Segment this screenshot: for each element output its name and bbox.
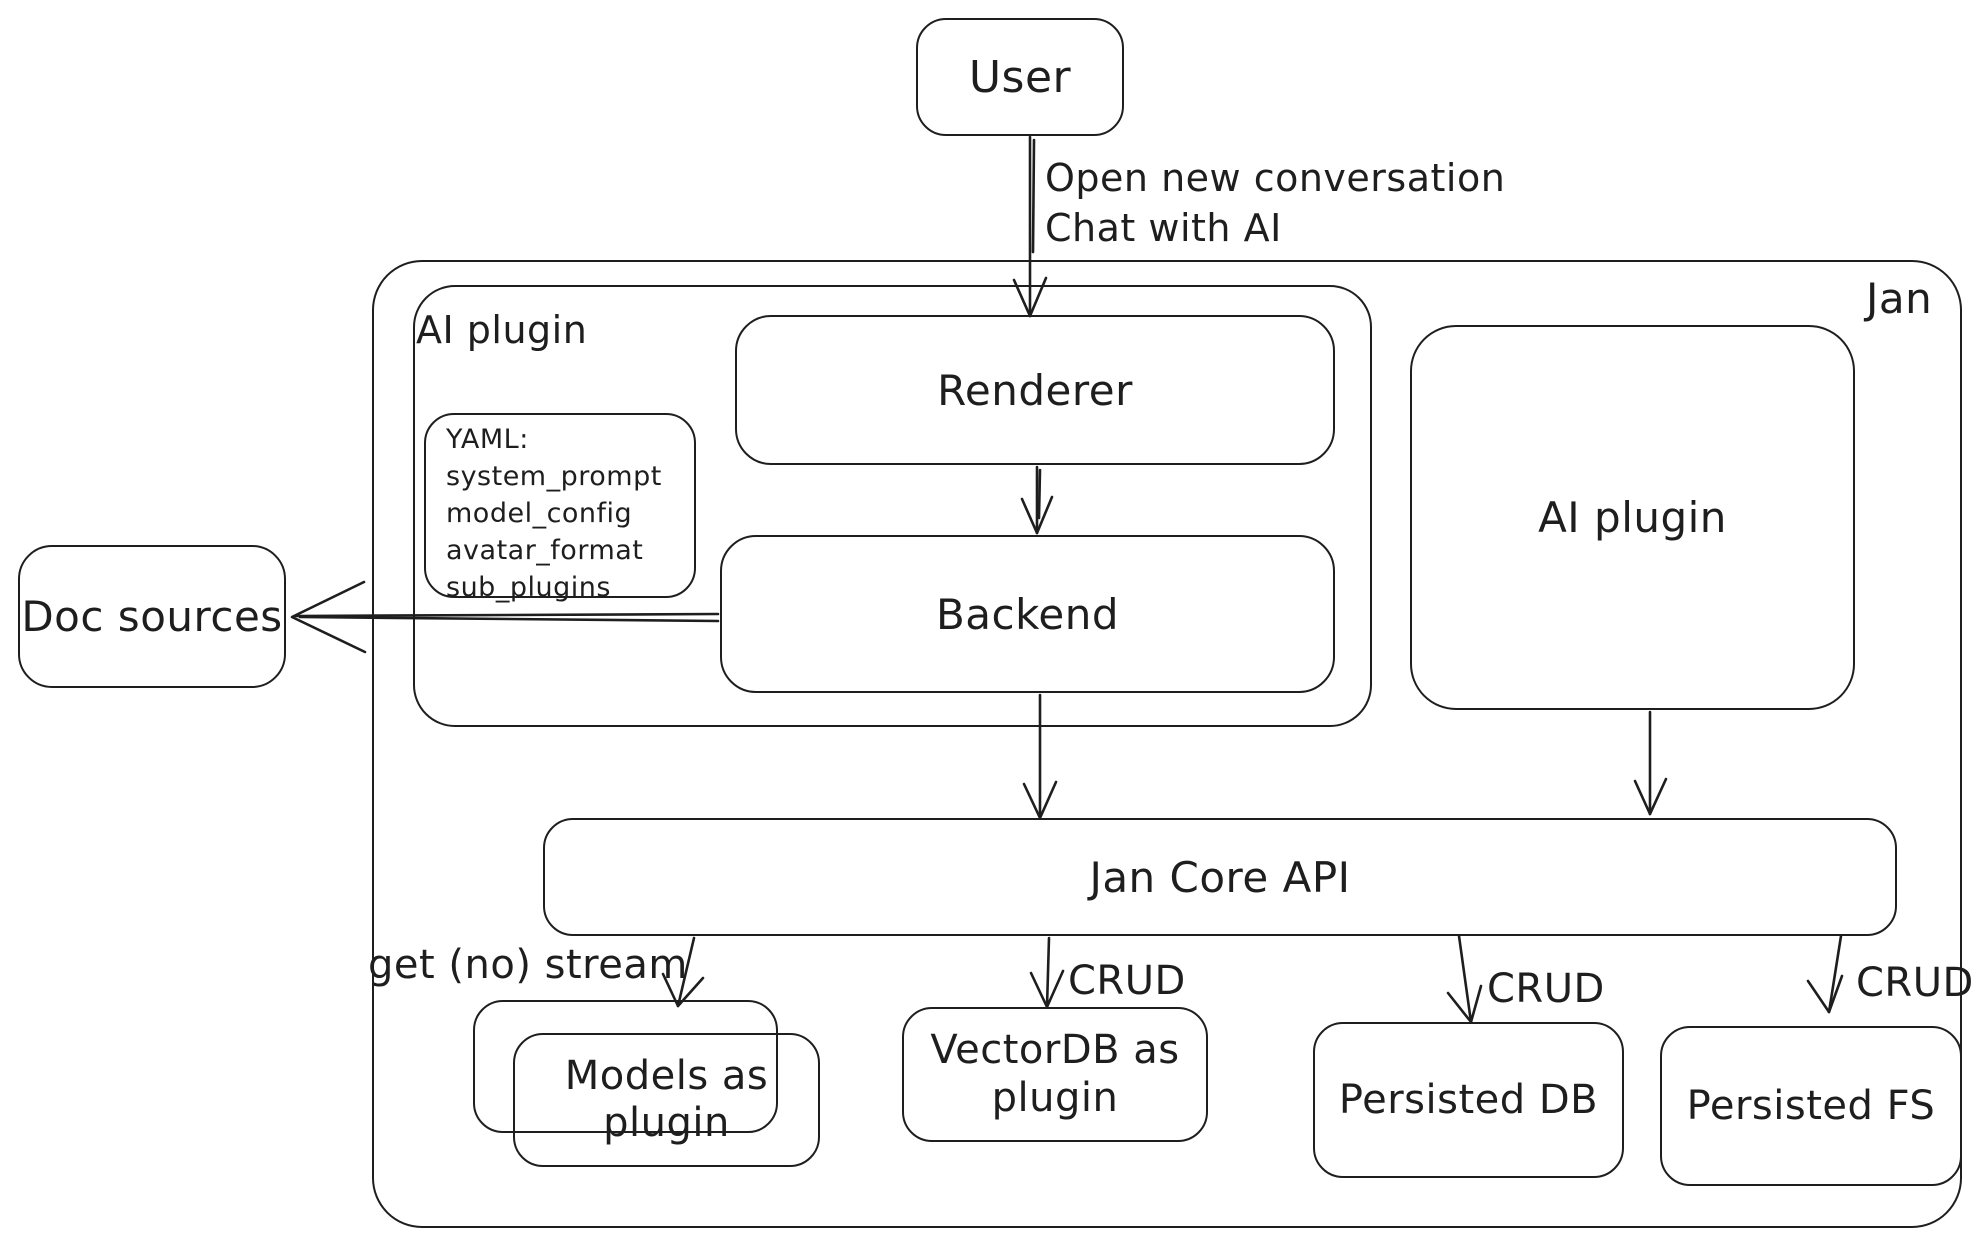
- backend-node: Backend: [720, 535, 1335, 693]
- renderer-node: Renderer: [735, 315, 1335, 465]
- jan-core-api-node: Jan Core API: [543, 818, 1897, 936]
- yaml-note: YAML: system_prompt model_config avatar_…: [424, 413, 696, 603]
- persisted-fs-label: Persisted FS: [1686, 1083, 1936, 1129]
- yaml-note-line: model_config: [446, 498, 633, 529]
- jan-container-label: Jan: [1866, 274, 1933, 323]
- ai-plugin-node: AI plugin: [1410, 325, 1855, 710]
- edge-label-get-no-stream: get (no) stream: [368, 942, 688, 988]
- doc-sources-node: Doc sources: [18, 545, 286, 688]
- vectordb-node: VectorDB as plugin: [902, 1007, 1208, 1142]
- models-as-plugin-node: Models as plugin: [513, 1033, 820, 1167]
- backend-node-label: Backend: [935, 589, 1120, 639]
- yaml-note-line: YAML:: [446, 424, 529, 455]
- ai-plugin-container-label: AI plugin: [416, 308, 588, 352]
- models-as-plugin-label-line2: plugin: [603, 1100, 730, 1146]
- yaml-note-line: sub_plugins: [446, 572, 611, 603]
- edge-label-crud-vectordb: CRUD: [1068, 958, 1186, 1004]
- yaml-note-line: avatar_format: [446, 535, 644, 566]
- edge-label-open-conversation: Open new conversation Chat with AI: [1045, 153, 1505, 253]
- persisted-db-label: Persisted DB: [1338, 1077, 1599, 1123]
- vectordb-label-line2: plugin: [991, 1074, 1119, 1121]
- edge-label-crud-persisted-fs: CRUD: [1856, 960, 1974, 1006]
- edge-label-open-conversation-line2: Chat with AI: [1045, 206, 1282, 250]
- ai-plugin-node-label: AI plugin: [1538, 493, 1727, 542]
- edge-label-crud-persisted-db: CRUD: [1487, 966, 1605, 1012]
- models-as-plugin-label-line1: Models as: [564, 1052, 769, 1099]
- persisted-db-node: Persisted DB: [1313, 1022, 1624, 1178]
- models-as-plugin-back-box: [473, 1000, 778, 1133]
- edge-label-open-conversation-line1: Open new conversation: [1045, 156, 1506, 200]
- renderer-node-label: Renderer: [937, 365, 1133, 415]
- user-node-label: User: [968, 51, 1072, 103]
- ai-plugin-container: [413, 285, 1372, 727]
- yaml-note-line: system_prompt: [446, 461, 662, 492]
- vectordb-label-line1: VectorDB as: [930, 1027, 1180, 1074]
- doc-sources-node-label: Doc sources: [21, 592, 283, 641]
- user-node: User: [916, 18, 1124, 136]
- jan-core-api-node-label: Jan Core API: [1089, 852, 1351, 902]
- persisted-fs-node: Persisted FS: [1660, 1026, 1962, 1186]
- jan-container: [372, 260, 1962, 1228]
